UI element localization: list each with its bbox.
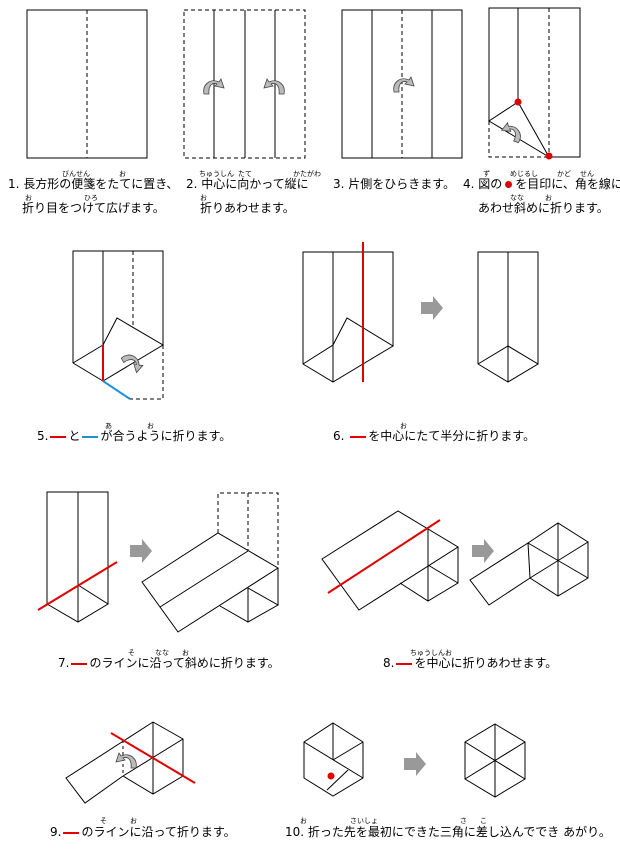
- furigana: なな: [155, 649, 169, 657]
- furigana: お: [300, 817, 307, 825]
- step-number: 5.: [37, 429, 49, 443]
- next-arrow-icon: [420, 295, 444, 321]
- step-7-diagram: [37, 491, 280, 633]
- fold-arrow-icon: [263, 78, 285, 95]
- step-9-caption: 9. のラインに沿って折ります。: [50, 825, 236, 839]
- furigana: びんせん: [62, 170, 90, 178]
- step-9-diagram: [65, 721, 196, 804]
- furigana: なな: [510, 194, 524, 202]
- blue-line-icon: [82, 435, 99, 438]
- furigana: お: [130, 817, 137, 825]
- step-6-caption: 6. を中心にたて半分に折ります。: [333, 429, 535, 443]
- furigana: たて: [238, 170, 252, 178]
- step-number: 6.: [333, 429, 345, 443]
- caption-text: を中心に折りあわせます。: [414, 656, 558, 670]
- caption-text: が合うように折ります。: [100, 429, 232, 443]
- caption-text: を目印に、角を線に: [515, 177, 620, 191]
- furigana: めじるし: [510, 170, 538, 178]
- step-3-caption: 3. 片側をひらきます。: [333, 177, 456, 191]
- furigana: お: [147, 422, 154, 430]
- caption-text: のラインに沿って斜めに折ります。: [89, 656, 280, 670]
- step-8-diagram: [321, 510, 589, 611]
- step-5-caption: 5. と が合うように折ります。: [37, 429, 231, 443]
- step-2-caption-line1: 2. 中心に向かって縦に: [186, 177, 309, 191]
- marker-dot: [545, 152, 553, 160]
- step-10-caption: 10. 折った先を最初にできた三角に差し込んででき あがり。: [285, 825, 611, 839]
- step-3-diagram: [341, 9, 463, 159]
- furigana: お: [119, 170, 126, 178]
- fold-arrow-icon: [115, 752, 137, 769]
- furigana: かど: [557, 170, 571, 178]
- step-1-diagram: [26, 9, 148, 159]
- step-number: 7.: [58, 656, 70, 670]
- furigana: ず: [483, 170, 490, 178]
- step-2-diagram: [183, 9, 306, 159]
- red-dot-icon: [505, 181, 513, 188]
- furigana: お: [182, 649, 189, 657]
- red-line-icon: [63, 831, 80, 834]
- furigana: そ: [128, 649, 135, 657]
- step-6-diagram: [302, 242, 539, 383]
- furigana: さ: [460, 817, 467, 825]
- step-10-diagram: [303, 722, 526, 798]
- step-2-caption-line2: 折りあわせます。: [200, 201, 295, 215]
- furigana: あ: [105, 422, 112, 430]
- furigana: お: [200, 194, 207, 202]
- furigana: お: [400, 422, 407, 430]
- furigana: せん: [580, 170, 594, 178]
- furigana: ちゅうしん: [199, 170, 234, 178]
- step-4-caption-line1: 4. 図のを目印に、角を線に: [463, 177, 620, 191]
- furigana: ひろ: [84, 194, 98, 202]
- furigana: そ: [100, 817, 107, 825]
- caption-text: 4. 図の: [463, 177, 503, 191]
- red-line-icon: [71, 662, 88, 665]
- furigana: こ: [480, 817, 487, 825]
- step-4-caption-line2: あわせ斜めに折ります。: [478, 201, 609, 215]
- step-5-diagram: [72, 250, 164, 400]
- red-line-icon: [350, 435, 367, 438]
- caption-text: を中心にたて半分に折ります。: [368, 429, 536, 443]
- red-line-icon: [50, 435, 67, 438]
- step-1-caption-line2: 折り目をつけて広げます。: [22, 201, 165, 215]
- next-arrow-icon: [403, 751, 427, 777]
- marker-dot: [514, 98, 522, 106]
- caption-text: のラインに沿って折ります。: [81, 825, 236, 839]
- next-arrow-icon: [471, 538, 495, 564]
- step-4-diagram: [488, 7, 581, 160]
- furigana: さいしょ: [350, 817, 378, 825]
- step-number: 9.: [50, 825, 62, 839]
- furigana: ちゅうしんお: [410, 649, 452, 657]
- furigana: かたがわ: [293, 170, 321, 178]
- caption-text: と: [68, 429, 81, 443]
- next-arrow-icon: [129, 538, 153, 564]
- red-line-icon: [396, 662, 413, 665]
- furigana: お: [25, 194, 32, 202]
- marker-dot: [327, 772, 335, 780]
- furigana: お: [545, 194, 552, 202]
- step-7-caption: 7. のラインに沿って斜めに折ります。: [58, 656, 280, 670]
- step-1-caption-line1: 1. 長方形の便箋をたてに置き、: [8, 177, 179, 191]
- step-8-caption: 8. を中心に折りあわせます。: [383, 656, 557, 670]
- fold-arrow-icon: [393, 76, 415, 93]
- step-number: 8.: [383, 656, 395, 670]
